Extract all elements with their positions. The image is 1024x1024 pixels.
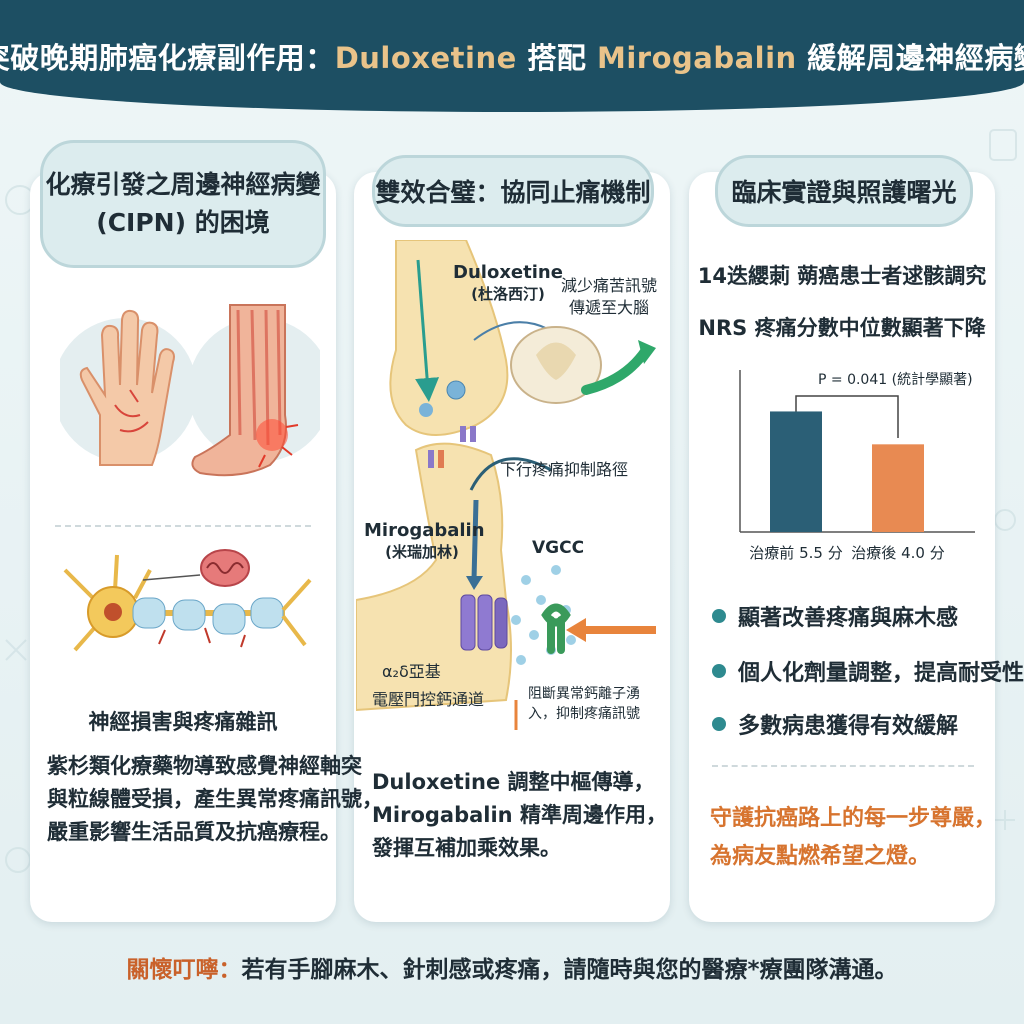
label-subunit: α₂δ亞基 [382, 662, 441, 681]
mirogabalin-arrowhead [466, 576, 483, 590]
inhibition-arrow [469, 457, 552, 491]
bullet-1-text: 顯著改善疼痛與麻木感 [738, 606, 959, 631]
chart-x-label-2: 治療後 4.0 分 [851, 544, 944, 562]
label-reduce: 減少痛苦訊號 傳遞至大腦 [548, 275, 670, 319]
spinal-cord-icon [510, 326, 602, 404]
hand-foot-illustration [60, 304, 320, 477]
title-part3: 緩解周邊神經病變 [796, 41, 1024, 75]
study-line2: NRS 疼痛分數中位數顯著下降 [698, 316, 986, 340]
title-part2: 搭配 [516, 41, 597, 75]
significance-bracket [795, 395, 899, 438]
card2-heading-text: 雙效合璧：協同止痛機制 [375, 178, 651, 207]
signal-reduce-arrowhead [638, 340, 656, 364]
card3-heading-text: 臨床實證與照護曙光 [731, 178, 957, 207]
mirogabalin-arrow [471, 499, 479, 581]
card1-heading-line1: 化療引發之周邊神經病變 [45, 170, 321, 199]
mitochondria-icon [142, 549, 250, 587]
closing-line1: 守護抗癌路上的每一步尊嚴， [710, 806, 997, 831]
bullet-dot [712, 717, 726, 731]
chart-bar-2 [872, 444, 924, 532]
footer-note: 關懷叮嚀：若有手腳麻木、針刺感或疼痛，請隨時與您的醫療*療團隊溝通。 [0, 950, 1024, 984]
title-part1: 突破晚期肺癌化療副作用： [0, 41, 335, 75]
card1-body-line2: 與粒線體受損，產生異常疼痛訊號， [47, 787, 383, 811]
label-block: 阻斷異常鈣離子湧 入，抑制疼痛訊號 [528, 684, 640, 724]
calcium-channel-icon [460, 594, 508, 651]
page-title: 突破晚期肺癌化療副作用：Duloxetine 搭配 Mirogabalin 緩解… [0, 35, 1024, 77]
card1-body-line3: 嚴重影響生活品質及抗癌療程。 [47, 820, 341, 844]
card-clinical [689, 172, 995, 922]
chart-x-label-1: 治療前 5.5 分 [749, 544, 842, 562]
label-duloxetine-cn: (杜洛西汀) [471, 285, 545, 303]
card2-body-line3: 發揮互補加乘效果。 [372, 836, 561, 860]
blocker-icon [541, 603, 571, 654]
chart-bars [770, 411, 924, 532]
vesicle [419, 403, 433, 417]
bullet-3: 多數病患獲得有效緩解 [712, 708, 958, 740]
footer-lead: 關懷叮嚀： [126, 957, 242, 983]
label-mirogabalin-cn: (米瑞加林) [385, 543, 459, 561]
card1-caption: 神經損害與疼痛雜訊 [88, 710, 278, 734]
label-mirogabalin: Mirogabalin [364, 520, 485, 541]
label-vgcc: VGCC [532, 538, 585, 558]
nerve-illustration [63, 549, 312, 652]
closing-message: 守護抗癌路上的每一步尊嚴， 為病友點燃希望之燈。 [710, 800, 996, 876]
axon-myelin [132, 578, 312, 648]
card3-divider [712, 765, 974, 767]
label-reduce-line2: 傳遞至大腦 [568, 298, 649, 317]
card1-heading: 化療引發之周邊神經病變 (CIPN) 的困境 [40, 140, 326, 268]
block-arrowhead [566, 618, 586, 642]
card1-body: 紫杉類化療藥物導致感覺神經軸突 與粒線體受損，產生異常疼痛訊號， 嚴重影響生活品… [47, 750, 383, 849]
label-duloxetine: Duloxetine [453, 262, 563, 283]
chart-x-labels: 治療前 5.5 分治療後 4.0 分 [749, 544, 944, 562]
label-mirogabalin-block: Mirogabalin (米瑞加林) [364, 520, 485, 562]
nrs-bar-chart: P = 0.041 (統計學顯著) 治療前 5.5 分治療後 4.0 分 [739, 370, 975, 562]
label-reduce-line1: 減少痛苦訊號 [560, 276, 657, 295]
chart-bar-1 [770, 411, 822, 532]
card1-heading-line2: (CIPN) 的困境 [96, 208, 270, 237]
transporter-icon [446, 380, 466, 400]
study-line1: 14迭纓莿 蒴癌患士者逑骸調究 [697, 264, 987, 288]
title-mirogabalin: Mirogabalin [596, 41, 797, 75]
duloxetine-arrow [415, 259, 440, 402]
hand-icon [79, 309, 175, 466]
title-duloxetine: Duloxetine [334, 41, 517, 75]
card1-body-line1: 紫杉類化療藥物導致感覺神經軸突 [47, 754, 362, 778]
foot-icon [191, 304, 299, 477]
bullet-2-text: 個人化劑量調整，提高耐受性 [738, 661, 1024, 686]
card2-body: Duloxetine 調整中樞傳導， Mirogabalin 精準周邊作用， 發… [372, 766, 667, 865]
neuron-icon [63, 554, 152, 652]
bullet-3-text: 多數病患獲得有效緩解 [738, 714, 959, 739]
bullet-dot [712, 664, 726, 678]
card3-heading: 臨床實證與照護曙光 [715, 155, 973, 227]
p-value-label: P = 0.041 (統計學顯著) [818, 372, 973, 388]
card2-heading: 雙效合璧：協同止痛機制 [372, 155, 654, 227]
label-duloxetine-block: Duloxetine (杜洛西汀) [448, 262, 568, 304]
closing-line2: 為病友點燃希望之燈。 [710, 844, 931, 869]
card2-body-line1: Duloxetine 調整中樞傳導， [372, 770, 655, 794]
card1-divider [55, 525, 311, 527]
bullet-1: 顯著改善疼痛與麻木感 [712, 600, 958, 632]
receptor-bars [428, 426, 476, 468]
bullet-dot [712, 609, 726, 623]
footer-text: 若有手腳麻木、針刺感或疼痛，請隨時與您的醫療*療團隊溝通。 [241, 957, 898, 983]
title-banner: 突破晚期肺癌化療副作用：Duloxetine 搭配 Mirogabalin 緩解… [0, 0, 1024, 112]
bullet-2: 個人化劑量調整，提高耐受性 [712, 655, 1024, 687]
card-cipn [30, 172, 336, 922]
card2-body-line2: Mirogabalin 精準周邊作用， [372, 803, 667, 827]
label-channel: 電壓門控鈣通道 [372, 690, 485, 709]
mechanism-diagram [356, 240, 656, 730]
label-block-line1: 阻斷異常鈣離子湧 [528, 686, 640, 702]
label-block-line2: 入，抑制疼痛訊號 [528, 706, 640, 722]
label-descending: 下行疼痛抑制路徑 [500, 460, 629, 479]
